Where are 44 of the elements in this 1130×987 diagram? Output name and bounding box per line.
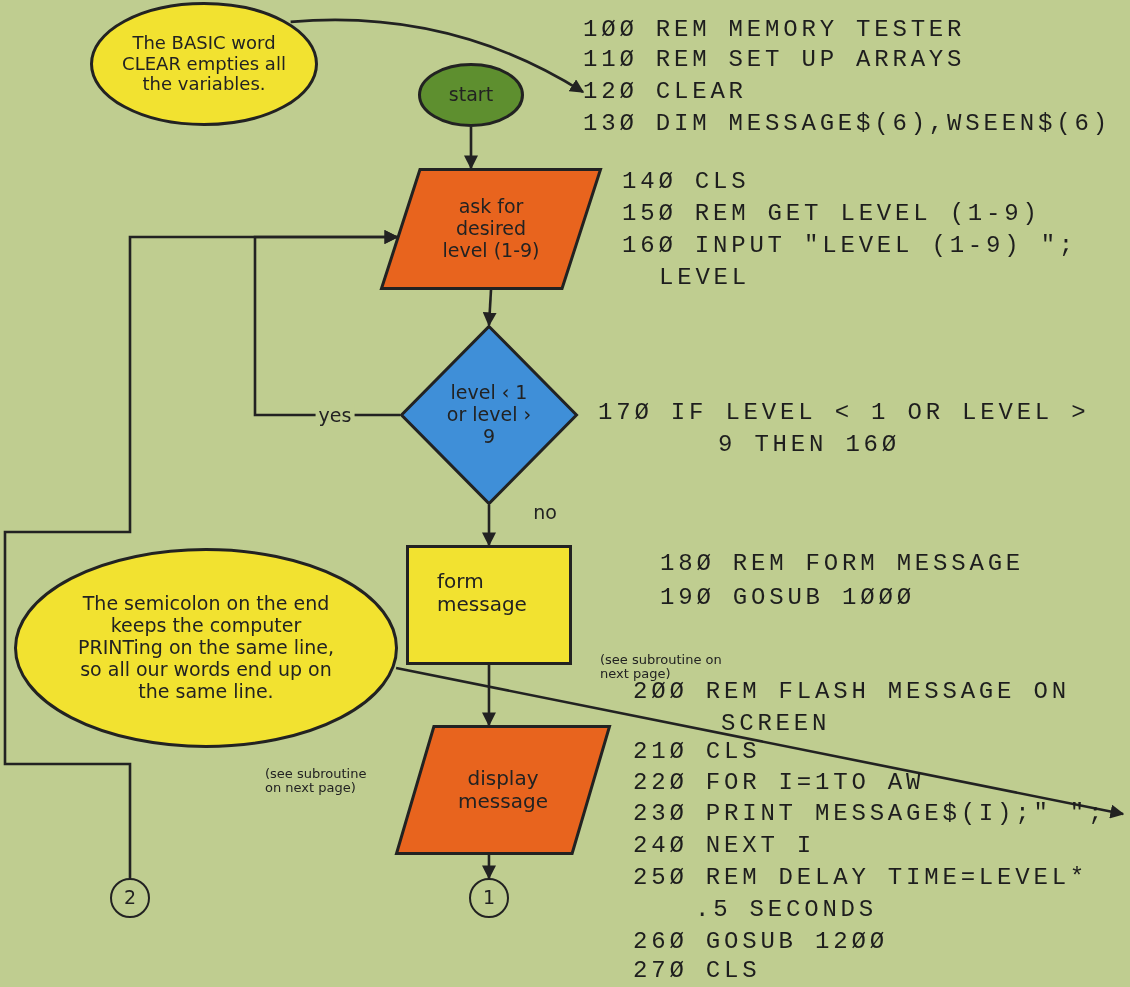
callout-ellipse <box>14 548 398 748</box>
process-box <box>406 545 572 665</box>
parallelogram <box>380 168 602 290</box>
code-line: 17Ø IF LEVEL < 1 OR LEVEL > 9 THEN 16Ø <box>598 398 1091 460</box>
node-label: form message <box>437 570 528 616</box>
node-label: The semicolon on the end keeps the computer PRINTing on the same line, so all our words end up on the same line. <box>77 593 335 703</box>
arrow <box>395 666 1125 819</box>
callout-ellipse <box>90 2 318 126</box>
code-line: 18Ø REM FORM MESSAGE <box>660 549 1026 579</box>
code-line: 25Ø REM DELAY TIME=LEVEL* .5 SECONDS <box>633 863 1090 925</box>
node-label: 1 <box>482 887 496 909</box>
code-line: 13Ø DIM MESSAGE$(6),WSEEN$(6) <box>583 109 1112 139</box>
note-text: (see subroutine on next page) <box>600 653 723 681</box>
code-line: 24Ø NEXT I <box>633 831 817 861</box>
node-label: display message <box>457 767 549 813</box>
code-line: 15Ø REM GET LEVEL (1-9) <box>622 199 1042 229</box>
note-text: (see subroutine on next page) <box>265 767 368 795</box>
code-line: 22Ø FOR I=1TO AW <box>633 768 926 798</box>
code-line: 11Ø REM SET UP ARRAYS <box>583 45 967 75</box>
decision-diamond <box>400 325 578 505</box>
code-line: 19Ø GOSUB 1ØØØ <box>660 583 916 613</box>
arrow <box>482 855 496 880</box>
node-label: start <box>448 84 494 106</box>
node-label: level ‹ 1 or level › 9 <box>445 382 533 448</box>
code-line: 26Ø GOSUB 12ØØ <box>633 927 889 957</box>
code-line: 16Ø INPUT "LEVEL (1-9) "; LEVEL <box>622 231 1079 293</box>
code-line: 14Ø CLS <box>622 167 751 197</box>
node-label: ask for desired level (1-9) <box>441 196 541 262</box>
code-line: 1ØØ REM MEMORY TESTER <box>583 15 967 45</box>
connector-circle <box>110 878 150 918</box>
arrow <box>464 127 478 170</box>
connector-circle <box>469 878 509 918</box>
code-line: 27Ø CLS <box>633 956 762 986</box>
code-line: 21Ø CLS <box>633 737 762 767</box>
arrow <box>3 230 399 878</box>
arrow <box>290 18 585 94</box>
code-line: 12Ø CLEAR <box>583 76 1003 108</box>
parallelogram <box>395 725 611 855</box>
node-label: The BASIC word CLEAR empties all the variables. <box>121 32 287 96</box>
callout-ellipse <box>418 63 524 127</box>
node-label: 2 <box>123 887 137 909</box>
arrow <box>482 505 496 547</box>
arrow <box>482 289 497 327</box>
arrow <box>481 665 496 727</box>
